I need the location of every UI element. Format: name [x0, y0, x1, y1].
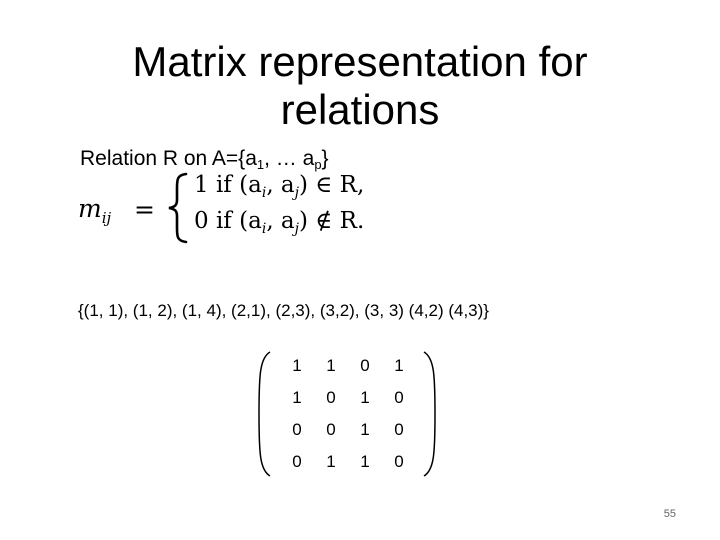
- matrix-left-bracket: [258, 351, 271, 477]
- formula-lhs: mij: [78, 194, 111, 227]
- matrix-row: 1 1 0 1: [280, 350, 420, 382]
- relation-definition: Relation R on A={a1, … ap}: [80, 146, 329, 172]
- case2-sub-i: i: [261, 221, 267, 237]
- page-number: 55: [663, 508, 676, 520]
- matrix-cell: 1: [394, 356, 404, 375]
- relation-subscript-p: p: [314, 157, 322, 172]
- matrix-cell: 0: [394, 452, 404, 471]
- relation-pairs: {(1, 1), (1, 2), (1, 4), (2,1), (2,3), (…: [78, 301, 489, 320]
- relation-suffix: }: [321, 147, 329, 170]
- case2-tail: ) ∉ R.: [299, 208, 365, 234]
- matrix-cell: 0: [360, 356, 370, 375]
- matrix-cell: 0: [394, 420, 404, 439]
- case1-mid: , a: [266, 172, 295, 198]
- matrix-cell: 1: [360, 388, 370, 407]
- case1-sub-j: j: [294, 185, 299, 201]
- relation-mid: , … a: [264, 147, 315, 170]
- left-brace-icon: [168, 172, 188, 244]
- matrix-row: 0 1 1 0: [280, 446, 420, 478]
- matrix-row: 0 0 1 0: [280, 414, 420, 446]
- case2-mid: , a: [266, 208, 295, 234]
- case2-sub-j: j: [294, 221, 299, 237]
- matrix-cell: 1: [292, 356, 302, 375]
- matrix-cell: 1: [326, 356, 336, 375]
- formula-equals: =: [134, 195, 155, 224]
- formula-case-zero: 0 if (ai, aj) ∉ R.: [194, 208, 364, 237]
- formula-case-one: 1 if (ai, aj) ∈ R,: [194, 172, 364, 201]
- matrix-cell: 0: [394, 388, 404, 407]
- matrix-cell: 0: [326, 388, 336, 407]
- matrix-grid: 1 1 0 1 1 0 1 0 0 0 1 0 0 1 1 0: [280, 350, 420, 478]
- case2-value: 0: [194, 208, 209, 234]
- matrix-brackets: [258, 351, 436, 477]
- matrix-cell: 1: [360, 452, 370, 471]
- matrix-cell: 1: [292, 388, 302, 407]
- formula-lhs-var: m: [78, 194, 102, 223]
- matrix-cell: 1: [360, 420, 370, 439]
- case1-sub-i: i: [261, 185, 267, 201]
- matrix-cell: 0: [292, 420, 302, 439]
- formula-lhs-sub: ij: [101, 209, 112, 227]
- relation-matrix: 1 1 0 1 1 0 1 0 0 0 1 0 0 1 1 0: [256, 350, 438, 478]
- case1-tail: ) ∈ R,: [299, 172, 365, 198]
- matrix-entry-formula: mij = 1 if (ai, aj) ∈ R, 0 if (ai, aj) ∉…: [78, 168, 398, 246]
- relation-subscript-1: 1: [256, 157, 265, 172]
- relation-prefix: Relation R on A={a: [80, 147, 257, 170]
- matrix-cell: 0: [292, 452, 302, 471]
- matrix-row: 1 0 1 0: [280, 382, 420, 414]
- case1-value: 1: [194, 172, 209, 198]
- matrix-cell: 1: [326, 452, 336, 471]
- case1-condition: if (a: [215, 172, 262, 198]
- slide-title: Matrix representation for relations: [132, 38, 588, 133]
- case2-condition: if (a: [215, 208, 262, 234]
- matrix-right-bracket: [423, 351, 436, 477]
- matrix-cell: 0: [326, 420, 336, 439]
